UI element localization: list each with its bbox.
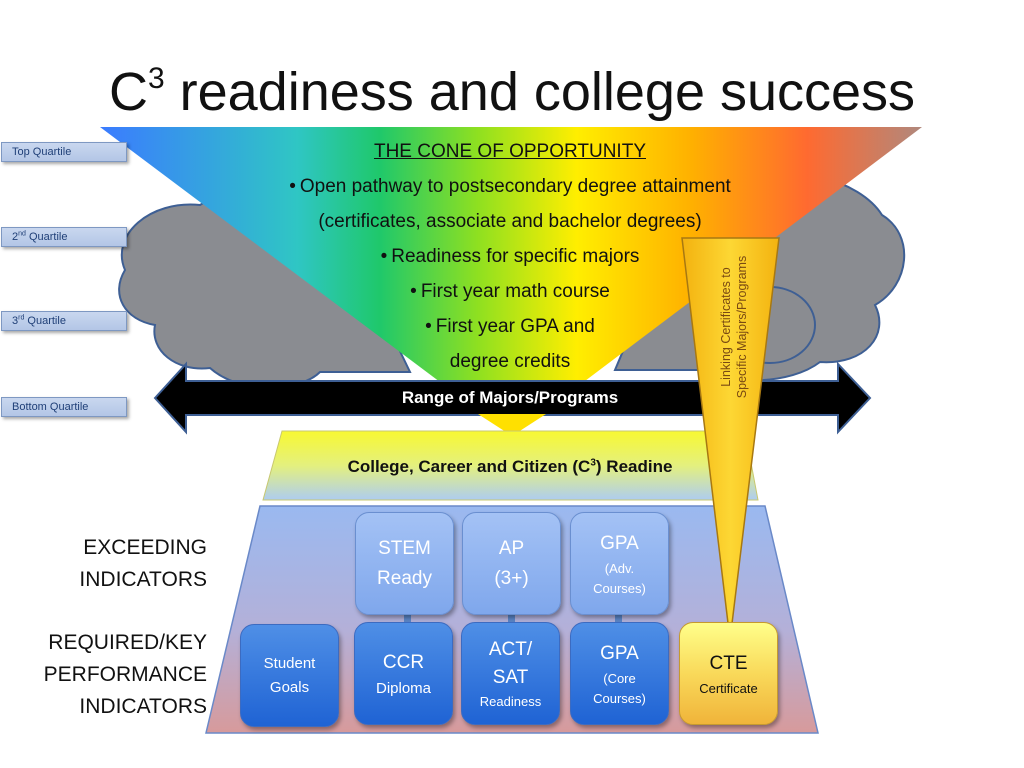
- required-indicators-label: REQUIRED/KEY PERFORMANCE INDICATORS: [43, 631, 207, 718]
- stem-ready-box[interactable]: STEM Ready: [355, 512, 454, 615]
- quartile-bottom[interactable]: Bottom Quartile: [1, 397, 127, 417]
- gpa-core-box[interactable]: GPA (Core Courses): [570, 622, 669, 725]
- ap-box[interactable]: AP (3+): [462, 512, 561, 615]
- ccr-diploma-box[interactable]: CCR Diploma: [354, 622, 453, 725]
- act-sat-readiness-box[interactable]: ACT/ SAT Readiness: [461, 622, 560, 725]
- range-arrow-label: Range of Majors/Programs: [401, 388, 619, 407]
- cone-bullet-majors: Readiness for specific majors: [230, 239, 790, 274]
- readiness-banner-label: College, Career and Citizen (C3) Readine: [347, 457, 673, 476]
- cone-line-certificates: (certificates, associate and bachelor de…: [318, 211, 702, 232]
- cone-heading: THE CONE OF OPPORTUNITY: [373, 141, 646, 162]
- quartile-2nd[interactable]: 2nd Quartile: [1, 227, 127, 247]
- student-goals-box[interactable]: Student Goals: [240, 624, 339, 727]
- page-title: C3 readiness and college success: [108, 62, 916, 122]
- readiness-banner: [262, 430, 759, 501]
- cone-tip: [478, 414, 546, 436]
- quartile-top[interactable]: Top Quartile: [1, 142, 127, 162]
- cte-certificate-box[interactable]: CTE Certificate: [679, 622, 778, 725]
- exceeding-indicators-label: EXCEEDING INDICATORS: [79, 536, 207, 591]
- cone-bullet-gpa: First year GPA and: [230, 309, 790, 344]
- range-double-arrow: [153, 361, 872, 435]
- linking-wedge-label: Linking Certificates to Specific Majors/…: [719, 255, 749, 399]
- cone-bullet-math: First year math course: [230, 274, 790, 309]
- cone-bullet-pathway: Open pathway to postsecondary degree att…: [230, 169, 790, 204]
- quartile-3rd[interactable]: 3rd Quartile: [1, 311, 127, 331]
- cone-line-credits: degree credits: [449, 351, 571, 372]
- gpa-advanced-box[interactable]: GPA (Adv. Courses): [570, 512, 669, 615]
